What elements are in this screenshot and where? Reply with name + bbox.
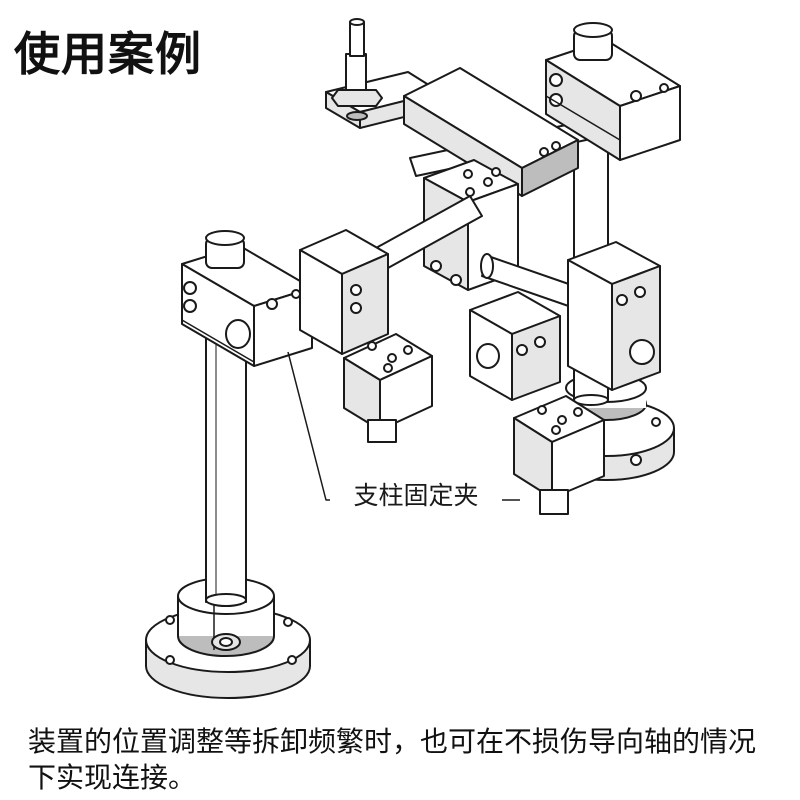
right-shaft — [480, 253, 587, 311]
left-vertical-post — [205, 329, 247, 607]
right-clamp — [567, 241, 661, 391]
hanging-block-right — [513, 395, 605, 515]
left-post-clamp — [181, 230, 313, 367]
center-left-clamp — [299, 229, 389, 355]
top-right-clamp — [545, 22, 681, 161]
caption-text: 装置的位置调整等拆卸频繁时，也可在不损伤导向轴的情况下实现连接。 — [28, 725, 757, 794]
assembly-illustration — [145, 18, 681, 699]
callout-label: 支柱固定夹 — [330, 474, 502, 514]
left-base-flange — [145, 577, 311, 699]
hanging-block-left — [343, 333, 433, 443]
right-center-clamp — [469, 291, 561, 401]
top-bracket — [325, 18, 441, 129]
page-title: 使用案例 — [14, 27, 202, 81]
